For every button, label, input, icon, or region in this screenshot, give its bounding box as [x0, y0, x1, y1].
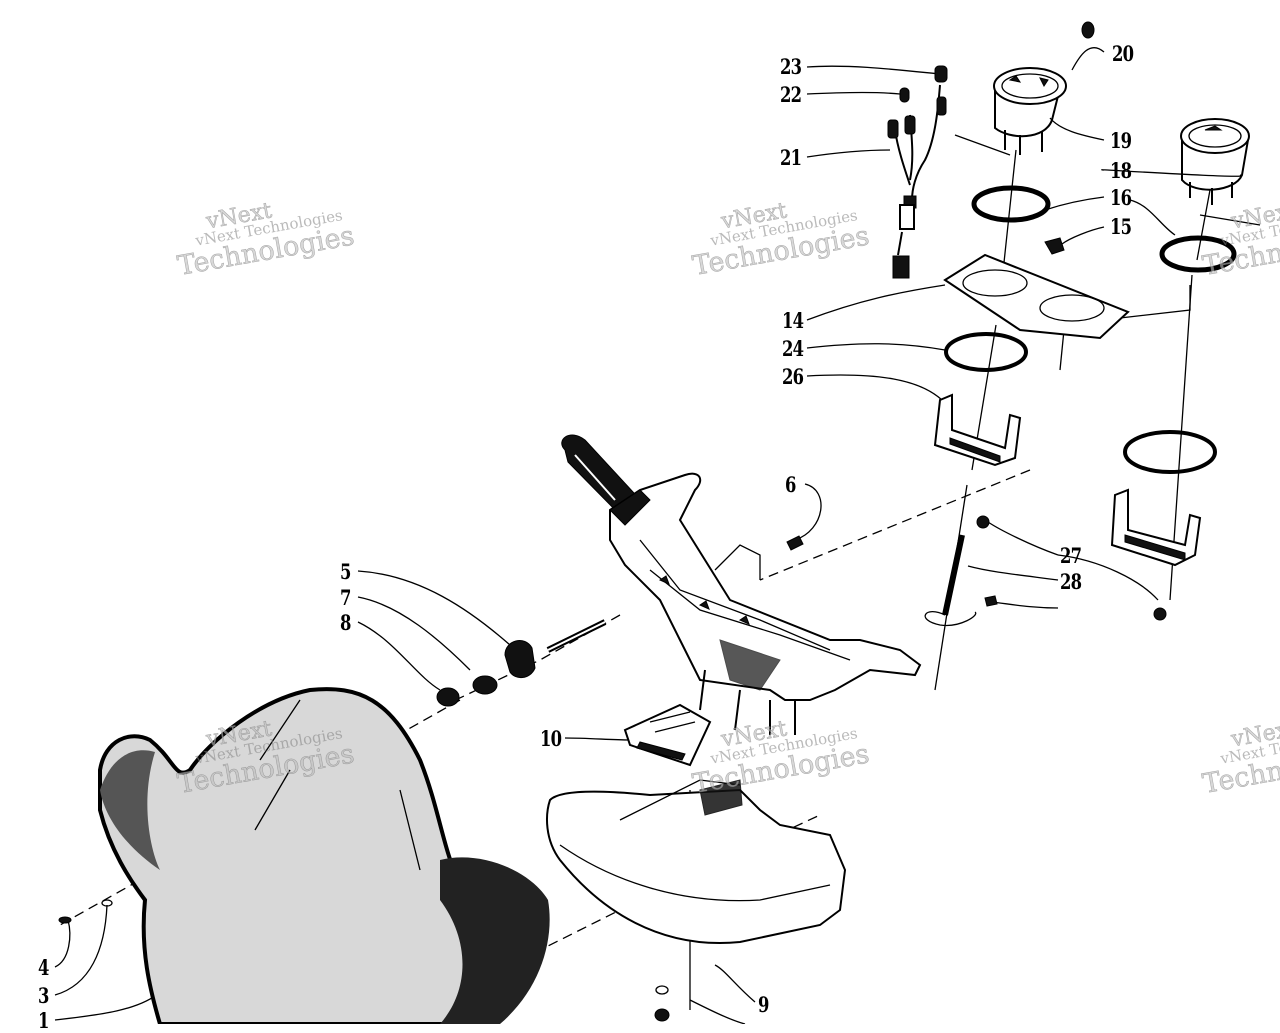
- gauge-rings: [944, 185, 1237, 474]
- callout-24: 26: [782, 364, 804, 389]
- callout-27: 28: [1060, 569, 1082, 594]
- callout-21: 22: [780, 82, 802, 107]
- hood-cover: [546, 779, 847, 1022]
- callout-1: 1: [38, 1008, 49, 1033]
- callout-15: 16: [1110, 185, 1132, 210]
- callout-23: 24: [782, 336, 804, 361]
- callout-26: 27: [1060, 543, 1082, 568]
- callout-16: 18: [1110, 158, 1132, 183]
- callout-9: 9: [758, 992, 769, 1017]
- handlebar-assembly: [561, 434, 922, 735]
- callout-13: 14: [782, 308, 804, 333]
- wiring-harness: [887, 65, 948, 279]
- callout-18: 19: [1110, 128, 1132, 153]
- callout-8: 8: [340, 610, 351, 635]
- callout-7: 7: [340, 585, 351, 610]
- callout-14: 15: [1110, 214, 1132, 239]
- callout-4: 4: [38, 955, 49, 980]
- gauge-brackets: [933, 393, 1202, 567]
- callout-10: 10: [540, 726, 562, 751]
- leader-lines: [54, 47, 1243, 1024]
- speedo-cable: [924, 515, 1167, 627]
- circuit-board: [623, 703, 712, 767]
- callout-6: 6: [785, 472, 796, 497]
- callout-5: 5: [340, 559, 351, 584]
- gauge-left: [993, 21, 1095, 155]
- callout-20: 21: [780, 145, 802, 170]
- callout-22: 23: [780, 54, 802, 79]
- pin-and-knob: [436, 535, 804, 707]
- mounting-plate: [943, 237, 1130, 340]
- callout-19: 20: [1112, 41, 1134, 66]
- callout-3: 3: [38, 983, 49, 1008]
- windshield: [58, 687, 550, 1024]
- gauge-right: [1180, 118, 1250, 205]
